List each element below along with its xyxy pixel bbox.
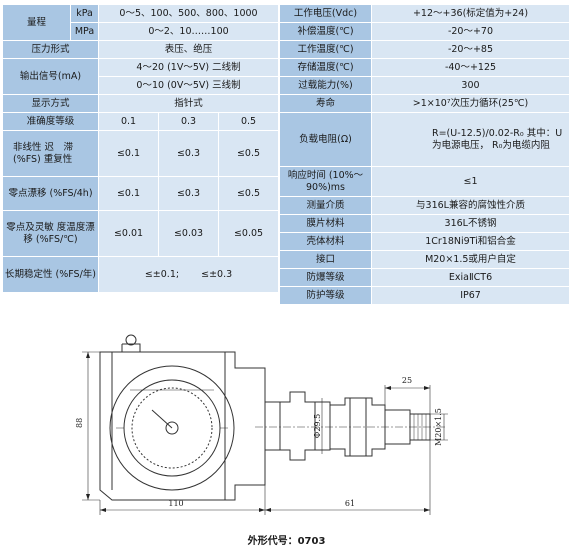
nonlinearity-value: ≤0.3 (158, 130, 219, 177)
overload-label: 过载能力(%) (279, 76, 372, 95)
dim-fitting-length: 61 (345, 499, 355, 508)
diaphragm-material-value: 316L不锈钢 (371, 214, 570, 233)
left-spec-table: 量程 kPa 0～5、100、500、800、1000 MPa 0～2、10……… (2, 4, 280, 293)
unit-kpa: kPa (70, 4, 99, 23)
long-term-value: ≤±0.3 (201, 268, 233, 280)
compensation-temp-value: -20～+70 (371, 22, 570, 41)
working-temp-label: 工作温度(℃) (279, 40, 372, 59)
dim-thread-length: 25 (402, 376, 412, 385)
interface-label: 接口 (279, 250, 372, 269)
long-term-values: ≤±0.1; ≤±0.3 (97, 256, 280, 293)
housing-shape (99, 334, 266, 501)
output-three-wire: 0～10 (0V～5V) 三线制 (97, 76, 280, 95)
pressure-form-label: 压力形式 (2, 40, 99, 59)
protection-value: IP67 (371, 286, 570, 305)
housing-material-label: 壳体材料 (279, 232, 372, 251)
lifetime-label: 寿命 (279, 94, 372, 113)
nonlinearity-label: 非线性 迟 滞(%FS) 重复性 (2, 130, 99, 177)
range-mpa-value: 0～2、10……100 (97, 22, 280, 41)
compensation-temp-label: 补偿温度(℃) (279, 22, 372, 41)
zero-drift-label: 零点漂移 (%FS/4h) (2, 176, 99, 211)
unit-mpa: MPa (70, 22, 99, 41)
right-spec-table: 工作电压(Vdc)+12～+36(标定值为+24) 补偿温度(℃)-20～+70… (279, 4, 570, 305)
medium-label: 测量介质 (279, 196, 372, 215)
long-term-value: ≤±0.1; (144, 268, 180, 280)
display-label: 显示方式 (2, 94, 99, 113)
storage-temp-value: -40～+125 (371, 58, 570, 77)
accuracy-value: 0.5 (217, 112, 280, 131)
dim-body-width: 110 (168, 499, 183, 508)
output-signal-label: 输出信号(mA) (2, 58, 99, 95)
long-term-label: 长期稳定性 (%FS/年) (2, 256, 99, 293)
range-kpa-value: 0～5、100、500、800、1000 (97, 4, 280, 23)
working-voltage-label: 工作电压(Vdc) (279, 4, 372, 23)
model-caption: 外形代号：0703 (247, 536, 326, 547)
accuracy-value: 0.1 (98, 112, 159, 131)
response-time-label: 响应时间 (10%～90%)ms (279, 166, 372, 197)
neck-shape (265, 391, 331, 461)
accuracy-label: 准确度等级 (2, 112, 99, 131)
temp-drift-value: ≤0.05 (217, 210, 280, 257)
load-resistance-label: 负载电阻(Ω) (279, 112, 372, 167)
working-temp-value: -20～+85 (371, 40, 570, 59)
zero-drift-value: ≤0.3 (158, 176, 219, 211)
nonlinearity-value: ≤0.5 (217, 130, 280, 177)
temp-drift-value: ≤0.01 (98, 210, 159, 257)
medium-value: 与316L兼容的腐蚀性介质 (371, 196, 570, 215)
temp-drift-value: ≤0.03 (158, 210, 219, 257)
housing-material-value: 1Cr18Ni9Ti和铝合金 (371, 232, 570, 251)
temp-drift-label: 零点及灵敏 度温度漂移 (%FS/℃) (2, 210, 99, 257)
storage-temp-label: 存储温度(℃) (279, 58, 372, 77)
protection-label: 防护等级 (279, 286, 372, 305)
nonlinearity-value: ≤0.1 (98, 130, 159, 177)
zero-drift-value: ≤0.1 (98, 176, 159, 211)
load-resistance-value: R=(U-12.5)/0.02-R₀ 其中：U为电源电压， R₀为电缆内阻 (371, 112, 570, 167)
range-label: 量程 (2, 4, 71, 41)
zero-drift-value: ≤0.5 (217, 176, 280, 211)
dim-thread: M20×1.5 (434, 408, 443, 446)
dim-height: 88 (75, 418, 84, 428)
display-value: 指针式 (97, 94, 280, 113)
outline-drawing: 88 110 61 25 Φ29.5 M20×1.5 (75, 334, 448, 515)
explosion-proof-label: 防爆等级 (279, 268, 372, 287)
lifetime-value: >1×10⁷次压力循环(25℃) (371, 94, 570, 113)
overload-value: 300 (371, 76, 570, 95)
response-time-value: ≤1 (371, 166, 570, 197)
dim-diameter: Φ29.5 (313, 414, 322, 438)
output-two-wire: 4～20 (1V～5V) 二线制 (97, 58, 280, 77)
working-voltage-value: +12～+36(标定值为+24) (371, 4, 570, 23)
accuracy-value: 0.3 (158, 112, 219, 131)
explosion-proof-value: ExiaⅡCT6 (371, 268, 570, 287)
dial-face (109, 365, 235, 491)
pressure-form-value: 表压、绝压 (97, 40, 280, 59)
interface-value: M20×1.5或用户自定 (371, 250, 570, 269)
diaphragm-material-label: 膜片材料 (279, 214, 372, 233)
